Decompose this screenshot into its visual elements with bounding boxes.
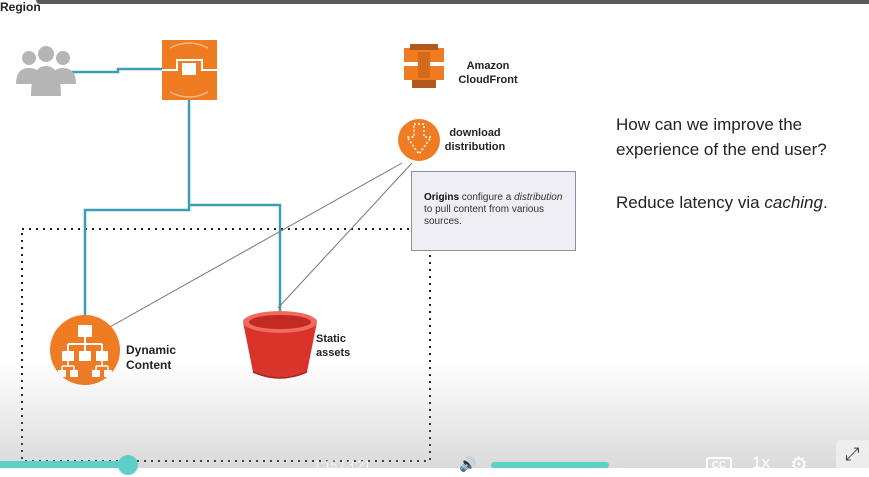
answer-suffix: . — [822, 193, 828, 212]
callout-part1: configure a — [459, 192, 512, 203]
origins-callout: Origins configure a distribution to pull… — [411, 171, 576, 251]
cloudfront-label-line1: Amazon — [466, 60, 510, 72]
progress-bar[interactable] — [0, 461, 128, 468]
cloudfront-label-line2: CloudFront — [458, 74, 518, 86]
static-label-line1: Static — [316, 333, 346, 345]
static-assets-label: Static assets — [316, 332, 350, 360]
closed-captions-button[interactable]: CC — [706, 457, 732, 475]
playback-speed-button[interactable]: 1x — [752, 453, 770, 472]
cc-label: CC — [711, 460, 727, 471]
time-display: 1:15 / 3:21 — [314, 458, 371, 472]
dynamic-content-label: Dynamic Content — [126, 343, 176, 373]
origin-line-static — [277, 162, 413, 309]
users-to-edge-connector — [72, 67, 163, 74]
callout-italic: distribution — [514, 192, 563, 203]
answer-text: Reduce latency via caching. — [616, 190, 869, 215]
gear-icon[interactable]: ⚙ — [790, 454, 808, 476]
volume-icon[interactable]: 🔊 — [459, 456, 477, 472]
download-arrow-icon — [398, 119, 440, 161]
cloudfront-logo-icon — [404, 44, 444, 88]
download-label-line1: download — [449, 127, 501, 139]
callout-part2: to pull content from various sources. — [424, 204, 545, 227]
answer-prefix: Reduce latency via — [616, 193, 765, 212]
edge-to-dynamic-connector — [83, 100, 191, 325]
fullscreen-icon[interactable]: ⤢ — [836, 440, 869, 468]
callout-bold: Origins — [424, 192, 460, 203]
s3-bucket-icon — [243, 311, 317, 379]
region-boundary — [21, 228, 431, 462]
origin-line-dynamic — [107, 162, 403, 329]
slide-title-bar — [36, 0, 869, 4]
dynamic-label-line2: Content — [126, 358, 172, 372]
dynamic-label-line1: Dynamic — [126, 343, 177, 357]
answer-italic: caching — [764, 193, 823, 212]
edge-location-icon — [162, 40, 217, 100]
download-label-line2: distribution — [444, 141, 506, 153]
download-distribution-label: download distribution — [440, 126, 510, 154]
users-group-icon — [16, 46, 76, 96]
edge-to-static-connector — [189, 203, 282, 314]
hierarchy-icon — [50, 315, 120, 385]
static-label-line2: assets — [316, 347, 351, 359]
cloudfront-label: Amazon CloudFront — [452, 59, 524, 87]
question-text: How can we improve the experience of the… — [616, 115, 827, 159]
progress-scrubber-handle[interactable] — [118, 455, 138, 475]
region-label: Region — [0, 0, 41, 14]
volume-slider[interactable] — [491, 462, 609, 468]
